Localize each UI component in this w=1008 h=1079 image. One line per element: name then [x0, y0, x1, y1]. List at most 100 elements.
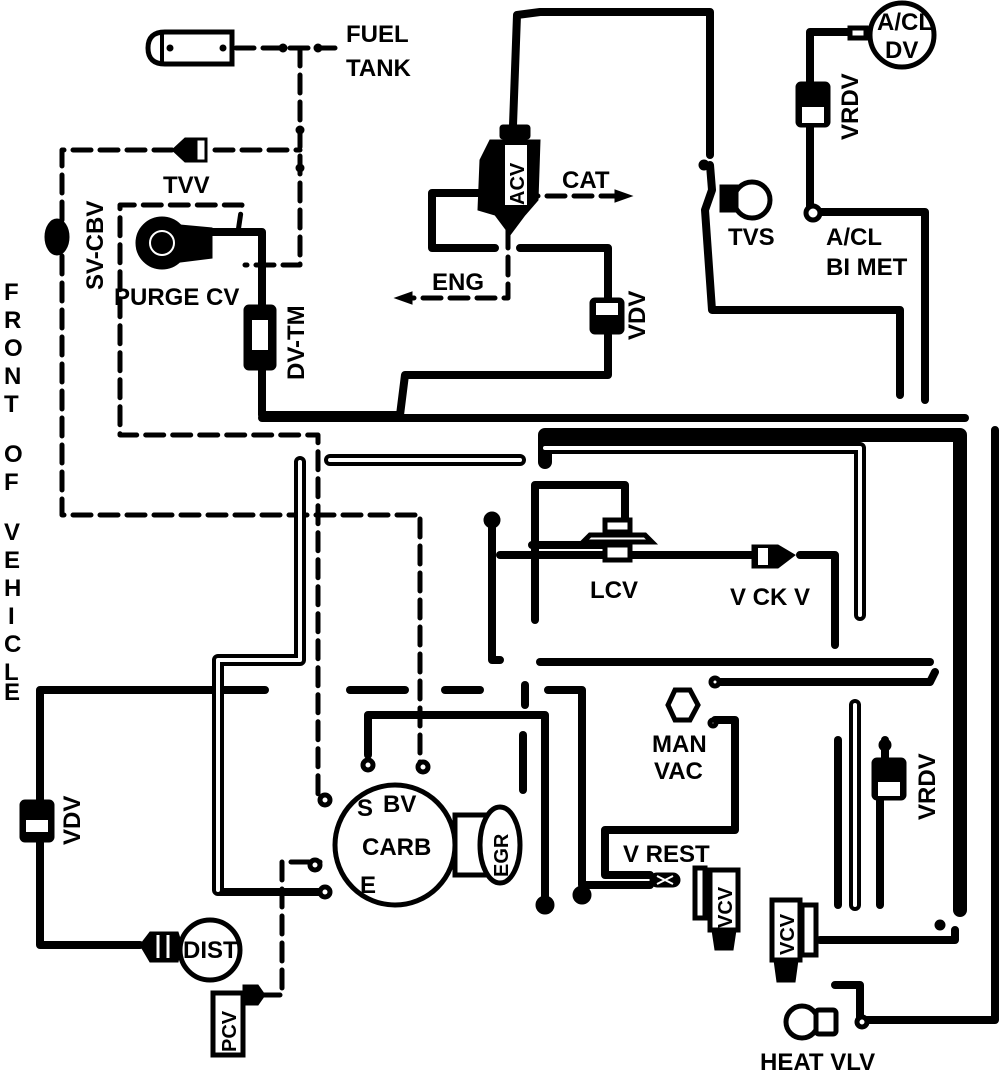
hose-purge-loop	[117, 202, 321, 798]
acl-bimet-sensor	[803, 203, 823, 223]
hose-sv-cbv	[59, 147, 423, 768]
vdv-left-valve	[19, 799, 55, 843]
vcv-right-label: VCV	[777, 913, 799, 955]
vcv-right-valve	[769, 897, 819, 983]
egr-valve	[477, 804, 523, 886]
acl-dv-valve	[847, 0, 937, 70]
carb-label: CARB	[362, 834, 431, 861]
hose-vckv-down	[796, 551, 839, 649]
pcv-label: PCV	[219, 1010, 241, 1052]
tvv-valve	[171, 137, 208, 163]
svg-text:O: O	[4, 441, 23, 468]
fuel-tank-canister	[145, 29, 235, 67]
svg-text:I: I	[8, 603, 15, 630]
hose-acv-loop	[428, 189, 499, 252]
hose-double-left	[212, 456, 306, 896]
heat-vlv-label: HEAT VLV	[760, 1049, 875, 1074]
svg-text:R: R	[4, 307, 21, 334]
svg-text:E: E	[4, 547, 20, 574]
dv-tm-valve	[243, 304, 277, 371]
man-vac-label-1: MAN	[652, 731, 707, 758]
junction-dots	[278, 43, 946, 931]
vcv-center-label: VCV	[715, 886, 737, 928]
tvs-switch	[698, 159, 773, 221]
heat-valve	[783, 1003, 870, 1041]
vdv-top-label: VDV	[624, 291, 651, 340]
canister-body	[145, 29, 235, 67]
pcv-valve	[210, 984, 266, 1058]
lcv-label: LCV	[590, 577, 638, 604]
hose-eng	[407, 227, 511, 301]
vckv-valve	[751, 544, 796, 569]
acl-dv-label-2: DV	[885, 37, 918, 64]
vrdv-top-valve	[795, 81, 831, 128]
hose-vcv-right-b	[816, 926, 959, 944]
hose-bimet-down	[811, 208, 929, 404]
vrdv-top-label: VRDV	[837, 73, 864, 140]
svg-text:O: O	[4, 335, 23, 362]
svg-text:F: F	[4, 469, 19, 496]
tvv-label: TVV	[163, 172, 210, 199]
lcv-valve	[483, 511, 659, 563]
svg-text:V: V	[4, 519, 20, 546]
acl-bimet-label-2: BI MET	[826, 254, 908, 281]
hose-vdv-acv	[516, 244, 612, 304]
cat-arrow-icon	[614, 189, 634, 203]
fuel-tank-label-2: TANK	[346, 55, 412, 82]
hose-acl-vrdv	[806, 28, 857, 94]
vdv-left-label: VDV	[59, 796, 86, 845]
carburetor	[307, 757, 493, 908]
purge-cv-label: PURGE CV	[114, 284, 239, 311]
vcv-center-valve	[692, 865, 741, 951]
hose-acv-top	[509, 8, 714, 159]
svg-text:H: H	[4, 575, 21, 602]
dist-label: DIST	[183, 937, 238, 964]
vrdv-right-valve	[871, 738, 907, 801]
v-rest-restrictor	[649, 872, 681, 888]
acl-dv-label-1: A/CL	[877, 9, 933, 36]
eng-arrow-icon	[393, 291, 413, 305]
vdv-top-valve	[589, 297, 625, 335]
hose-tvs-down	[701, 161, 904, 399]
svg-text:L: L	[4, 659, 19, 686]
acl-bimet-label-1: A/CL	[826, 224, 882, 251]
svg-text:T: T	[4, 391, 19, 418]
carb-port-e: E	[360, 872, 376, 899]
sv-cbv-valve	[44, 218, 70, 256]
svg-text:F: F	[4, 279, 19, 306]
acv-label: ACV	[507, 162, 529, 205]
cat-label: CAT	[562, 167, 610, 194]
hose-manvac-vrest	[601, 716, 739, 879]
solid-hoses	[36, 8, 999, 1024]
acv-valve	[477, 124, 541, 236]
sv-cbv-label: SV-CBV	[82, 201, 109, 290]
double-wall-hoses	[212, 442, 866, 911]
front-of-vehicle-label: F R O N T O F V E H I C L E	[4, 279, 23, 706]
svg-text:N: N	[4, 363, 21, 390]
hose-pcv	[259, 859, 323, 998]
hose-vdv-left-top	[36, 686, 269, 804]
dv-tm-label: DV-TM	[283, 305, 310, 380]
distributor	[139, 917, 243, 983]
svg-text:E: E	[4, 679, 20, 706]
hose-carb-s-egr	[364, 711, 549, 909]
vrdv-right-label: VRDV	[914, 753, 941, 820]
fuel-tank-label-1: FUEL	[346, 21, 409, 48]
v-rest-label: V REST	[623, 841, 710, 868]
eng-label: ENG	[432, 269, 484, 296]
purge-cv-valve	[135, 216, 213, 270]
carb-port-bv: BV	[383, 791, 416, 818]
svg-text:C: C	[4, 631, 21, 658]
hose-left-lcv	[488, 516, 504, 664]
tvs-label: TVS	[728, 224, 775, 251]
vckv-label: V CK V	[730, 584, 810, 611]
hose-lcv-top	[528, 481, 629, 624]
hose-vcv-center	[544, 686, 654, 889]
man-vac-port	[665, 675, 722, 729]
hose-vdv-dist	[36, 836, 144, 949]
egr-label: EGR	[491, 833, 513, 877]
man-vac-label-2: VAC	[654, 758, 703, 785]
hose-manvac-top	[716, 668, 939, 686]
